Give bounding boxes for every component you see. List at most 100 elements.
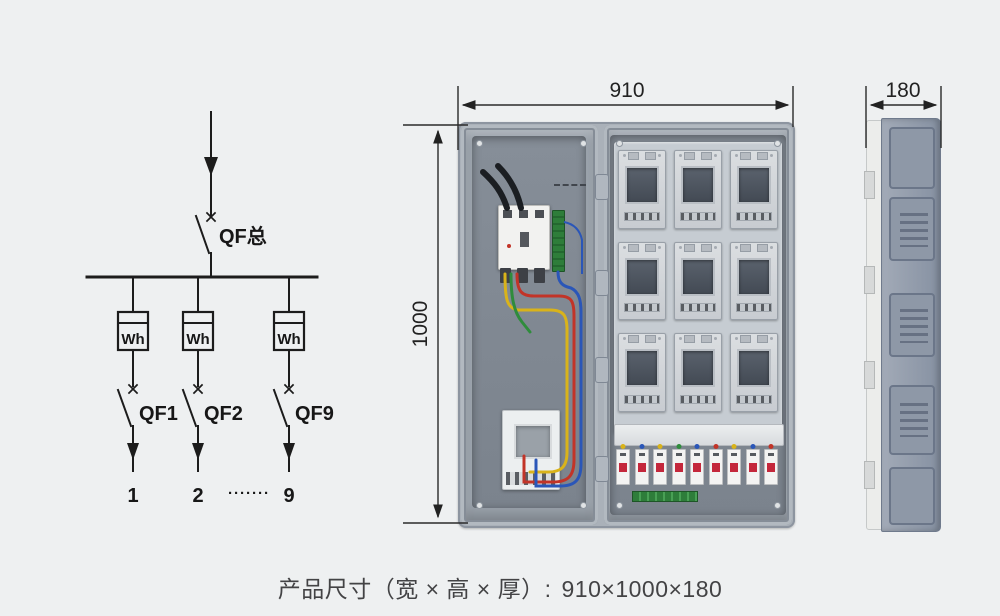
connection-pcb — [632, 491, 698, 502]
meter-position — [674, 333, 722, 412]
meter-terminal-bar — [736, 211, 772, 221]
energy-meter-symbol — [272, 310, 306, 352]
output-label: 9 — [283, 485, 294, 507]
hinge-tab — [864, 461, 875, 489]
energy-meter-symbol — [181, 310, 215, 352]
side-body — [881, 118, 941, 532]
meter-position — [674, 150, 722, 229]
meter-window — [737, 349, 771, 388]
outgoing-breaker — [690, 444, 704, 485]
outgoing-breaker — [745, 444, 760, 485]
dashed-mark — [554, 184, 586, 186]
output-label: 1 — [127, 485, 138, 507]
hinge-tab — [864, 171, 875, 199]
hinge-tab — [864, 361, 875, 389]
meter-box-side-view — [864, 118, 941, 532]
breaker-terminal — [503, 210, 512, 218]
meter-position — [618, 241, 666, 321]
hinge — [595, 456, 609, 482]
meter-terminal-bar — [624, 394, 660, 404]
meter-position — [674, 241, 722, 321]
outgoing-breaker — [653, 444, 667, 485]
meter-window — [681, 257, 715, 296]
hinge — [595, 357, 609, 383]
breaker-terminal — [519, 210, 528, 218]
vent-slats — [900, 309, 928, 343]
screw — [476, 140, 483, 147]
meter-window — [681, 166, 715, 204]
side-vent-panel — [889, 293, 935, 357]
height-dimension-label: 1000 — [409, 301, 432, 348]
outgoing-breaker — [727, 444, 741, 485]
circuit-diagram: QF总 Wh QF1 1 Wh — [85, 111, 334, 507]
breaker-contact-mark — [283, 383, 295, 395]
ellipsis-label: ······· — [228, 485, 270, 502]
output-arrow — [127, 443, 139, 460]
meter-terminal-bar — [736, 394, 772, 404]
meter-terminal-bar — [680, 394, 716, 404]
outgoing-breaker — [708, 444, 723, 485]
screw — [774, 140, 781, 147]
meter-box-front-view — [458, 122, 795, 528]
terminal-pcb-strip — [552, 210, 565, 272]
screw — [476, 502, 483, 509]
meter-label: Wh — [277, 331, 300, 348]
side-vent-panel — [889, 385, 935, 455]
terminal-stud — [500, 268, 511, 283]
terminal-stud — [534, 268, 545, 283]
meter-terminals — [506, 472, 556, 485]
branch-1: Wh QF1 1 — [116, 276, 178, 507]
side-panel — [889, 467, 935, 525]
breaker-toggle — [520, 232, 529, 247]
meter-position — [618, 333, 666, 412]
meter-window — [625, 166, 659, 204]
side-panel — [889, 127, 935, 189]
meter-position — [730, 333, 778, 412]
meter-window — [514, 424, 552, 459]
wiring-duct — [614, 424, 784, 446]
side-vent-panel — [889, 197, 935, 261]
breaker-blade — [116, 388, 133, 428]
meter-terminal-bar — [624, 211, 660, 221]
screw — [616, 140, 623, 147]
hinge — [595, 270, 609, 296]
meter-window — [625, 257, 659, 296]
main-breaker-blade — [194, 214, 211, 255]
width-dimension-label: 910 — [609, 79, 644, 102]
output-arrow — [283, 443, 295, 460]
terminal-stud — [517, 268, 528, 283]
outgoing-breaker — [634, 444, 649, 485]
caption-value: 910×1000×180 — [561, 576, 723, 602]
screw — [580, 502, 587, 509]
branch-breaker-label: QF2 — [204, 403, 243, 425]
energy-meter-symbol — [116, 310, 150, 352]
hinge — [595, 174, 609, 200]
meter-terminal-bar — [680, 211, 716, 221]
breaker-contact-mark — [205, 211, 217, 223]
meter-window — [625, 349, 659, 388]
screw — [616, 502, 623, 509]
single-phase-meter-frame — [502, 410, 560, 490]
outgoing-breaker — [616, 444, 630, 485]
vent-slats — [900, 213, 928, 247]
main-circuit-breaker — [498, 205, 550, 270]
outgoing-breaker-row — [616, 444, 778, 485]
breaker-blade — [181, 388, 198, 428]
branch-breaker-label: QF1 — [139, 403, 178, 425]
main-breaker-label: QF总 — [219, 224, 267, 248]
product-dimensions-caption: 产品尺寸（宽 × 高 × 厚）: 910×1000×180 — [0, 570, 1000, 604]
meter-terminal-bar — [736, 303, 772, 313]
breaker-contact-mark — [192, 383, 204, 395]
branch-breaker-label: QF9 — [295, 403, 334, 425]
outgoing-breaker — [671, 444, 686, 485]
depth-dimension-label: 180 — [885, 79, 920, 102]
branch-2: Wh QF2 2 — [181, 276, 243, 507]
breaker-terminal — [535, 210, 544, 218]
feed-arrow — [204, 157, 218, 176]
vent-slats — [900, 403, 928, 437]
meter-position-grid — [618, 150, 778, 412]
branch-9: Wh QF9 9 — [272, 276, 334, 507]
meter-position — [730, 241, 778, 321]
caption-label: 产品尺寸（宽 × 高 × 厚）: — [277, 576, 552, 602]
